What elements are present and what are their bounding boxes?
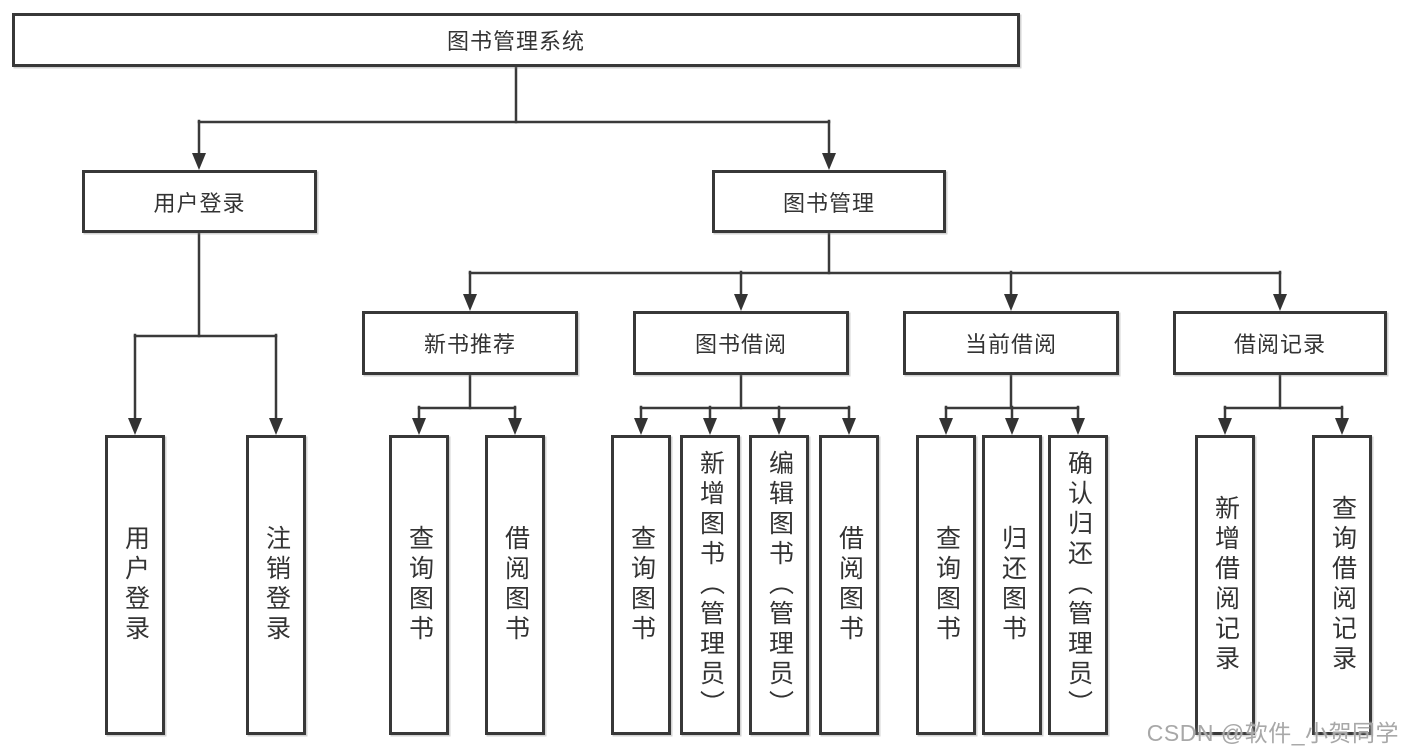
leaf-query-books-current: 查询图书 (916, 435, 976, 735)
leaf-confirm-return-admin: 确认归还（管理员） (1048, 435, 1108, 735)
leaf-query-books-current-label: 查询图书 (932, 525, 961, 645)
leaf-add-book-admin: 新增图书（管理员） (680, 435, 740, 735)
leaf-edit-book-admin: 编辑图书（管理员） (749, 435, 809, 735)
leaf-borrow-books-recommend-label: 借阅图书 (501, 525, 530, 645)
leaf-add-book-admin-label: 新增图书（管理员） (696, 450, 725, 720)
node-book-borrowing-label: 图书借阅 (694, 332, 787, 357)
node-new-book-recommend-label: 新书推荐 (423, 332, 516, 357)
leaf-return-books-label: 归还图书 (998, 525, 1027, 645)
leaf-query-books-recommend: 查询图书 (389, 435, 449, 735)
leaf-borrow-books-recommend: 借阅图书 (485, 435, 545, 735)
leaf-borrow-books-borrowing: 借阅图书 (819, 435, 879, 735)
node-new-book-recommend: 新书推荐 (362, 311, 578, 375)
leaf-add-borrow-record: 新增借阅记录 (1195, 435, 1255, 735)
node-borrowing-records: 借阅记录 (1173, 311, 1387, 375)
leaf-edit-book-admin-label: 编辑图书（管理员） (765, 450, 794, 720)
node-library-system: 图书管理系统 (12, 13, 1020, 67)
node-user-login-label: 用户登录 (153, 190, 246, 216)
leaf-query-borrow-record: 查询借阅记录 (1312, 435, 1372, 735)
node-book-management: 图书管理 (712, 170, 946, 233)
leaf-user-login-label: 用户登录 (121, 525, 150, 645)
node-current-borrowing-label: 当前借阅 (964, 332, 1057, 357)
node-book-borrowing: 图书借阅 (633, 311, 849, 375)
leaf-logout: 注销登录 (246, 435, 306, 735)
leaf-query-borrow-record-label: 查询借阅记录 (1328, 495, 1357, 675)
node-borrowing-records-label: 借阅记录 (1233, 332, 1326, 357)
node-user-login: 用户登录 (82, 170, 317, 233)
leaf-query-books-borrowing: 查询图书 (611, 435, 671, 735)
leaf-add-borrow-record-label: 新增借阅记录 (1211, 495, 1240, 675)
leaf-return-books: 归还图书 (982, 435, 1042, 735)
leaf-query-books-recommend-label: 查询图书 (405, 525, 434, 645)
node-current-borrowing: 当前借阅 (903, 311, 1119, 375)
leaf-borrow-books-borrowing-label: 借阅图书 (835, 525, 864, 645)
leaf-user-login: 用户登录 (105, 435, 165, 735)
node-book-management-label: 图书管理 (782, 190, 875, 216)
leaf-confirm-return-admin-label: 确认归还（管理员） (1064, 450, 1093, 720)
leaf-logout-label: 注销登录 (262, 525, 291, 645)
leaf-query-books-borrowing-label: 查询图书 (627, 525, 656, 645)
node-library-system-label: 图书管理系统 (446, 29, 585, 54)
watermark: CSDN @软件_小贺同学 (1146, 720, 1399, 746)
